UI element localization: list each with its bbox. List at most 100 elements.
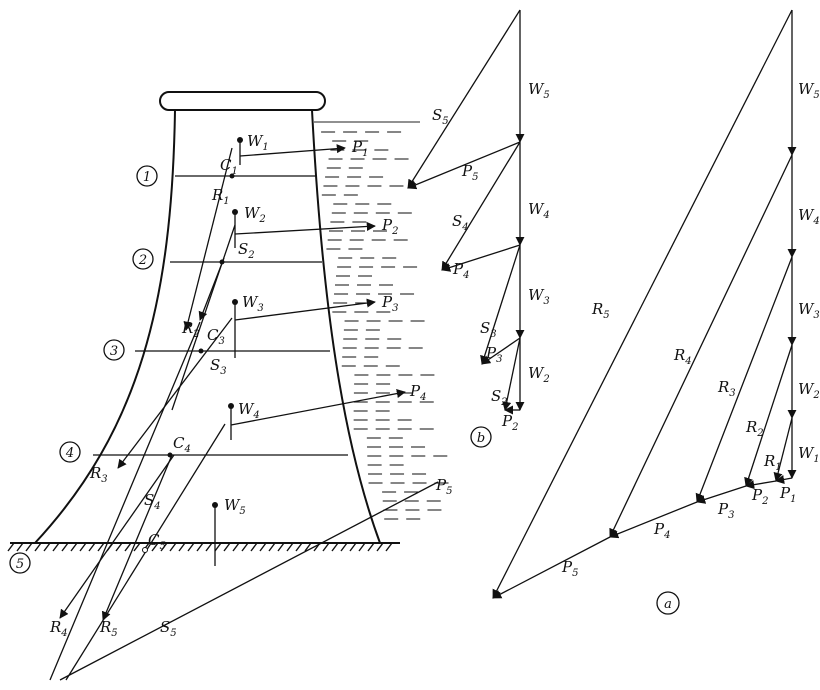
b-marker-circle xyxy=(470,426,492,448)
joint-number-4: 4 xyxy=(59,441,81,463)
b-label-w4: W4 xyxy=(528,200,550,221)
pressure-line-4 xyxy=(230,389,406,426)
label-c1: C1 xyxy=(220,156,238,177)
hatch-mark xyxy=(196,542,204,552)
label-p5: P5 xyxy=(435,476,452,497)
b-s3-line xyxy=(480,244,521,365)
b-p3-line xyxy=(481,337,521,365)
hatch-mark xyxy=(268,542,276,552)
resultant-line-2b xyxy=(198,257,225,321)
label-w1: W1 xyxy=(247,132,269,153)
hatch-mark xyxy=(97,542,105,552)
label-p1: P1 xyxy=(351,138,368,159)
label-s5: S5 xyxy=(160,618,177,639)
pressure-point-c5 xyxy=(142,547,148,553)
a-p1-line xyxy=(775,475,793,484)
pressure-point-c4 xyxy=(167,452,173,458)
hatch-mark xyxy=(214,542,222,552)
b-label-p4: P4 xyxy=(452,260,469,281)
b-label-s5: S5 xyxy=(432,106,449,127)
joint-numbers: 1 2 3 4 5 xyxy=(9,165,158,574)
hatch-mark xyxy=(250,542,258,552)
hatch-mark xyxy=(88,542,96,552)
resultant-line-1 xyxy=(183,147,233,331)
hatch-mark xyxy=(205,542,213,552)
a-label-p4: P4 xyxy=(653,520,670,541)
svg-text:1: 1 xyxy=(143,170,151,185)
svg-text:5: 5 xyxy=(16,557,24,572)
joint-number-1: 1 xyxy=(136,165,158,187)
resultant-line-7 xyxy=(59,454,175,619)
resultant-line-6 xyxy=(101,454,173,621)
hatch-mark xyxy=(331,542,339,552)
pressure-line-2 xyxy=(234,221,376,235)
label-s3: S3 xyxy=(210,356,227,377)
hatch-mark xyxy=(385,542,393,552)
resultant-lines xyxy=(49,147,236,681)
label-c4: C4 xyxy=(173,434,191,455)
label-p2: P2 xyxy=(381,216,398,237)
a-r3-line xyxy=(695,256,793,503)
hatch-mark xyxy=(340,542,348,552)
label-w4: W4 xyxy=(238,400,260,421)
hatch-mark xyxy=(322,542,330,552)
hatch-mark xyxy=(79,542,87,552)
a-label-r1: R1 xyxy=(763,452,782,473)
hatch-mark xyxy=(16,542,24,552)
resultant-line-2a xyxy=(171,224,236,411)
b-label-s4: S4 xyxy=(452,212,469,233)
hatch-mark xyxy=(124,542,132,552)
label-r4: R4 xyxy=(49,618,68,639)
a-label-p5: P5 xyxy=(561,558,578,579)
hatch-mark xyxy=(286,542,294,552)
pressure-line-3 xyxy=(234,298,376,321)
b-label-p2: P2 xyxy=(501,412,518,433)
resultant-line-5 xyxy=(49,321,201,681)
hatch-mark xyxy=(232,542,240,552)
label-w3: W3 xyxy=(242,293,264,314)
hatch-mark xyxy=(367,542,375,552)
weight-markers xyxy=(212,137,243,566)
a-label-w4: W4 xyxy=(798,206,820,227)
b-s5-line xyxy=(407,9,521,189)
b-p4-line xyxy=(441,244,521,272)
b-label-w2: W2 xyxy=(528,364,550,385)
hatch-mark xyxy=(25,542,33,552)
pressure-point-c2 xyxy=(219,259,225,265)
label-w2: W2 xyxy=(244,204,266,225)
dam-back-face xyxy=(34,109,176,544)
hatch-mark xyxy=(241,542,249,552)
a-label-r2: R2 xyxy=(745,418,764,439)
label-p4: P4 xyxy=(409,382,426,403)
a-label-r3: R3 xyxy=(717,378,736,399)
b-label-p3: P3 xyxy=(485,344,502,365)
hatch-mark xyxy=(223,542,231,552)
dam-section xyxy=(7,91,400,552)
hatch-mark xyxy=(295,542,303,552)
a-p3-line xyxy=(696,485,747,504)
hatch-mark xyxy=(376,542,384,552)
label-s4: S4 xyxy=(144,491,161,512)
b-label-s2: S2 xyxy=(491,387,508,408)
pressure-lines xyxy=(59,144,439,681)
hatch-mark xyxy=(43,542,51,552)
a-label-r4: R4 xyxy=(673,346,692,367)
hatch-mark xyxy=(7,542,15,552)
dam-water-face xyxy=(311,109,381,544)
hatch-mark xyxy=(34,542,42,552)
a-label-p2: P2 xyxy=(751,486,768,507)
b-label-s3: S3 xyxy=(480,319,497,340)
b-label-w3: W3 xyxy=(528,286,550,307)
a-label-p3: P3 xyxy=(717,500,734,521)
b-label-p5: P5 xyxy=(461,162,478,183)
a-label-w2: W2 xyxy=(798,380,820,401)
a-label-w1: W1 xyxy=(798,444,820,465)
a-marker-circle xyxy=(656,591,680,615)
hatch-mark xyxy=(187,542,195,552)
b-label-w5: W5 xyxy=(528,80,550,101)
dam-coping xyxy=(159,91,326,111)
force-polygon-b: W5 W4 W3 W2 S5 S4 S3 S2 P5 P4 P3 P2 b xyxy=(407,9,550,448)
a-label-w3: W3 xyxy=(798,300,820,321)
svg-text:4: 4 xyxy=(65,446,74,461)
